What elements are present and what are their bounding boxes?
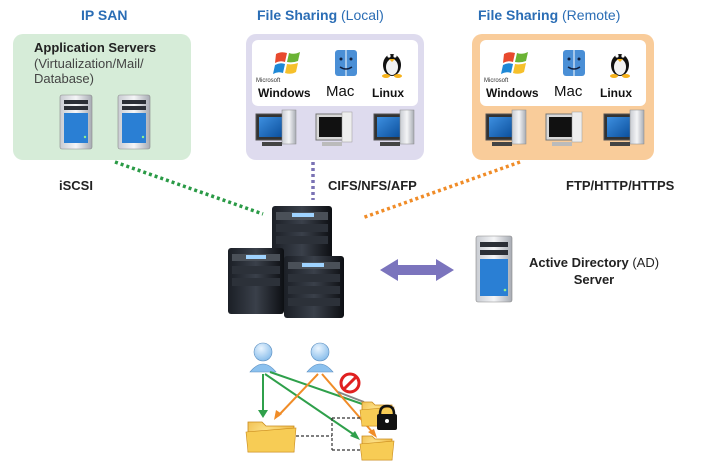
- mac-icon: [324, 48, 368, 83]
- folder-icon-left: [245, 421, 297, 453]
- file-sharing-remote-heading: File Sharing (Remote): [478, 7, 620, 23]
- windows-icon: [494, 48, 538, 83]
- ad-server-word: Server: [573, 272, 615, 287]
- file-sharing-local-heading: File Sharing (Local): [257, 7, 384, 23]
- ad-server-label: Active Directory (AD) Server: [519, 254, 669, 288]
- remote-os-box: Microsoft Windows Mac Linux: [480, 40, 646, 106]
- file-sharing-label: File Sharing: [257, 7, 338, 23]
- remote-pc-1: [485, 109, 527, 146]
- local-pc-3: [373, 109, 415, 146]
- microsoft-label: Microsoft: [484, 78, 509, 84]
- mac-label: Mac: [554, 83, 583, 100]
- nas-server-icon: [228, 206, 344, 318]
- ftp-http-https-label: FTP/HTTP/HTTPS: [566, 178, 675, 193]
- ftp-connection-line: [361, 160, 521, 220]
- ad-server-tower: [475, 235, 513, 303]
- local-pc-1: [255, 109, 297, 146]
- application-servers-title: Application Servers: [34, 40, 157, 55]
- iscsi-connection-line: [114, 160, 264, 216]
- bidirectional-arrow-icon: [380, 259, 454, 281]
- lock-icon: [377, 404, 397, 430]
- ip-san-panel: [13, 34, 191, 160]
- remote-pc-3: [603, 109, 645, 146]
- linux-icon: [598, 48, 642, 83]
- mac-icon: [552, 48, 596, 83]
- ad-abbr: (AD): [632, 255, 660, 270]
- remote-pc-2: [545, 111, 583, 146]
- linux-icon: [370, 48, 414, 83]
- local-pc-2: [315, 111, 353, 146]
- application-servers-subtitle: (Virtualization/Mail/ Database): [34, 56, 144, 86]
- ip-san-heading: IP SAN: [81, 7, 128, 23]
- folder-links: [296, 417, 360, 451]
- ad-name: Active Directory: [528, 255, 629, 270]
- cifs-nfs-afp-label: CIFS/NFS/AFP: [328, 178, 417, 193]
- app-server-tower-1: [59, 94, 93, 150]
- remote-label: (Remote): [562, 7, 621, 23]
- user-icon-1: [249, 342, 277, 373]
- windows-icon: [266, 48, 310, 83]
- windows-label: Windows: [258, 86, 311, 100]
- windows-label: Windows: [486, 86, 539, 100]
- microsoft-label: Microsoft: [256, 78, 281, 84]
- folder-icon-bottom: [359, 435, 395, 461]
- linux-label: Linux: [372, 86, 404, 100]
- mac-label: Mac: [326, 83, 355, 100]
- iscsi-label: iSCSI: [59, 178, 93, 193]
- file-sharing-label: File Sharing: [478, 7, 559, 23]
- local-os-box: Microsoft Windows Mac Linux: [252, 40, 418, 106]
- deny-icon: [339, 372, 361, 394]
- app-server-tower-2: [117, 94, 151, 150]
- user-icon-2: [306, 342, 334, 373]
- linux-label: Linux: [600, 86, 632, 100]
- local-label: (Local): [341, 7, 384, 23]
